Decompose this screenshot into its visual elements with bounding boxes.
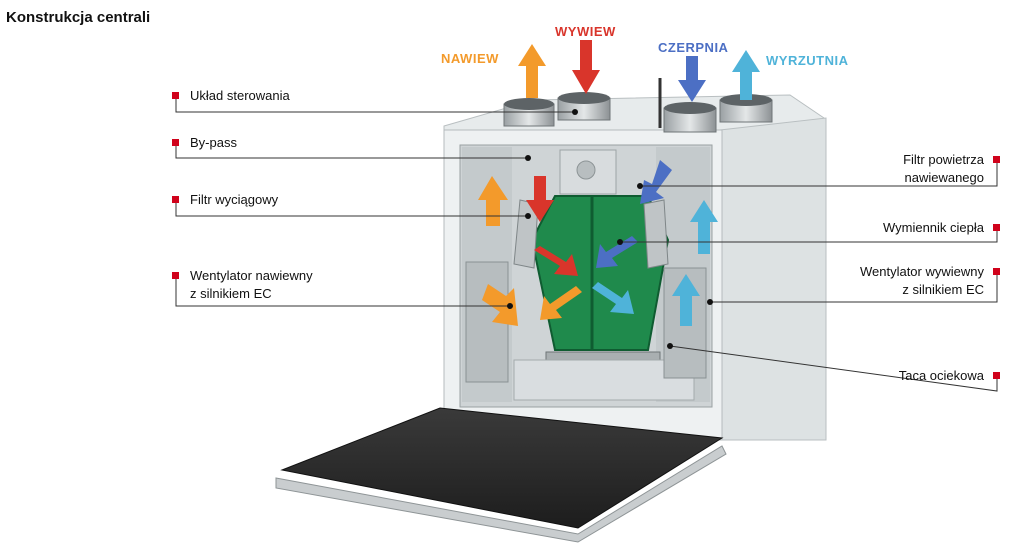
label-line: Filtr powietrza [903,152,984,167]
label-line: z silnikiem EC [902,282,984,297]
label-uklad-sterowania: Układ sterowania [190,87,290,105]
label-wymiennik-ciepla: Wymiennik ciepła [883,219,984,237]
label-line: Wymiennik ciepła [882,220,984,235]
flow-label-czerpnia: CZERPNIA [658,40,729,55]
arrow-interior-wywiew [526,176,554,222]
arrow-czerpnia-down [678,56,706,102]
marker-by-pass [172,139,179,146]
label-line: Wentylator wywiewny [859,264,984,279]
marker-uklad-sterowania [172,92,179,99]
label-wentylator-wywiewny: Wentylator wywiewny z silnikiem EC [860,263,984,299]
arrow-nawiew-up [518,44,546,98]
duct-wywiew [557,92,611,121]
flow-label-nawiew: NAWIEW [441,51,499,66]
duct-czerpnia [663,102,717,133]
arrow-interior-nawiew [478,176,508,226]
arrow-supply-fan [482,284,518,326]
marker-filtr-wyciagowy [172,196,179,203]
arrow-exchanger-czerpnia [596,236,638,268]
marker-wymiennik [993,224,1000,231]
label-filtr-powietrza: Filtr powietrza nawiewanego [903,151,984,187]
arrow-interior-czerpnia [640,160,672,204]
label-line: By-pass [190,135,237,150]
label-line: Taca ociekowa [898,368,984,383]
arrow-exchanger-nawiew [540,286,582,320]
leader-dots [507,109,713,349]
label-line: z silnikiem EC [190,286,272,301]
supply-filter [643,199,669,269]
label-by-pass: By-pass [190,134,237,152]
flow-label-wywiew: WYWIEW [555,24,616,39]
housing-right-side [719,117,827,441]
duct-nawiew [503,98,555,127]
leader-lines [175,96,998,392]
arrow-wywiew-down [572,40,600,94]
label-filtr-wyciagowy: Filtr wyciągowy [190,191,278,209]
label-line: nawiewanego [904,170,984,185]
arrow-interior-wyrzutnia-upper [690,200,718,254]
marker-wentylator-nawiewny [172,272,179,279]
arrow-exchanger-wyrzutnia [592,282,634,314]
label-line: Układ sterowania [190,88,290,103]
flow-label-wyrzutnia: WYRZUTNIA [766,53,849,68]
diagram-title: Konstrukcja centrali [6,9,151,26]
marker-filtr-powietrza [993,156,1000,163]
marker-wentylator-wywiewny [993,268,1000,275]
heat-exchanger [530,195,670,351]
open-door [280,407,724,529]
label-line: Filtr wyciągowy [190,192,279,207]
arrow-exchanger-wywiew [534,246,578,276]
label-line: Wentylator nawiewny [190,268,313,283]
arrow-wyrzutnia-up [732,50,760,100]
arrow-interior-wyrzutnia-lower [672,274,700,326]
label-wentylator-nawiewny: Wentylator nawiewny z silnikiem EC [190,267,313,303]
door-frame [275,445,727,543]
label-taca-ociekowa: Taca ociekowa [899,367,984,385]
marker-taca-ociekowa [993,372,1000,379]
